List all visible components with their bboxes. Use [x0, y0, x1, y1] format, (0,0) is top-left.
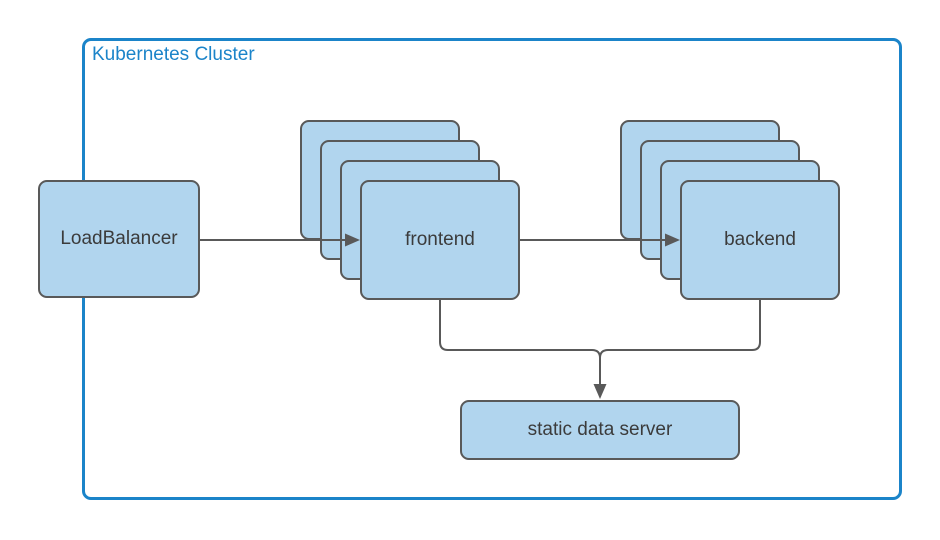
frontend-label: frontend: [405, 229, 475, 250]
cluster-label: Kubernetes Cluster: [92, 44, 255, 65]
node-load-balancer[interactable]: LoadBalancer: [38, 180, 200, 298]
frontend-front-box: frontend: [360, 180, 520, 300]
node-static-data-server[interactable]: static data server: [460, 400, 740, 460]
backend-label: backend: [724, 229, 796, 250]
backend-front-box: backend: [680, 180, 840, 300]
static-data-server-label: static data server: [527, 419, 673, 440]
load-balancer-label: LoadBalancer: [60, 228, 178, 249]
